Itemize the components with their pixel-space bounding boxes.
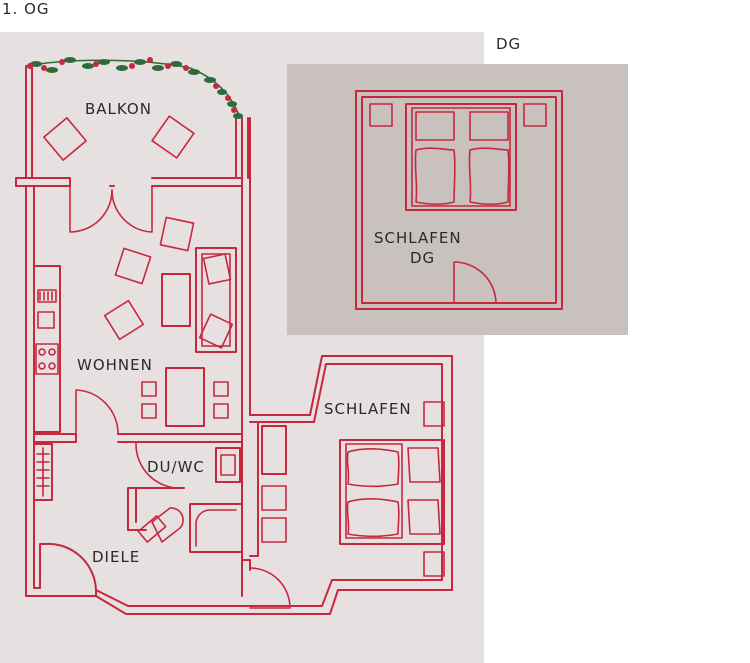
bathroom-fixtures xyxy=(137,447,241,543)
room-label-diele: DIELE xyxy=(92,548,140,566)
dg-walls xyxy=(355,90,563,310)
room-label-wohnen: WOHNEN xyxy=(77,356,153,374)
living-room-furniture xyxy=(33,216,237,433)
bedroom-furniture xyxy=(261,401,445,577)
balcony-furniture xyxy=(43,115,195,161)
og-walls xyxy=(15,65,453,615)
room-label-schlafen: SCHLAFEN xyxy=(324,400,412,418)
room-label-duwc: DU/WC xyxy=(147,458,205,476)
room-label-schlafen-dg-line1: SCHLAFEN xyxy=(374,229,462,247)
floor-label-og: 1. OG xyxy=(2,0,50,18)
room-label-balkon: BALKON xyxy=(85,100,152,118)
balcony-plants xyxy=(25,57,243,119)
hall-radiator xyxy=(33,443,53,501)
dg-floor-background xyxy=(287,64,628,335)
floor-label-dg: DG xyxy=(496,35,521,53)
room-label-schlafen-dg-line2: DG xyxy=(410,249,435,267)
